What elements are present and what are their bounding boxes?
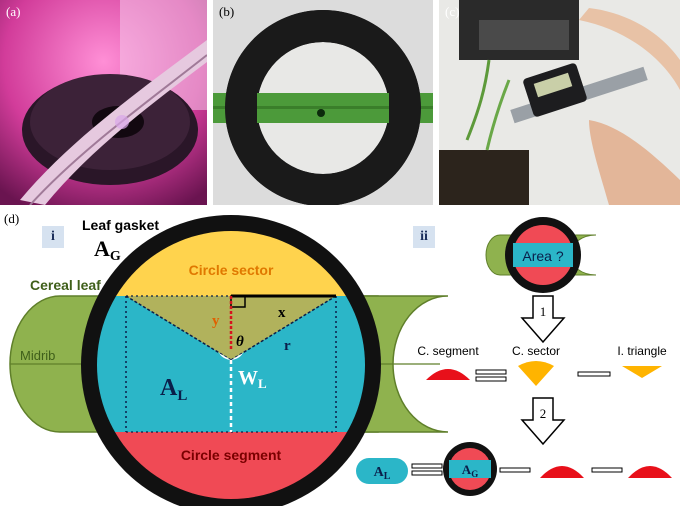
photo-b-gasket-top-view: (b) [213,0,433,205]
c-segment-shape [426,369,470,380]
cereal-leaf-label: Cereal leaf [30,277,101,293]
panel-label-d: (d) [4,211,20,226]
y-label: y [212,313,220,329]
gasket-title: Leaf gasket [82,217,159,233]
panel-label-c: (c) [445,4,460,19]
photo-c-illustration [439,0,680,205]
c-segment-label: C. segment [417,344,479,358]
section-i-label: i [42,226,64,248]
step1-label: 1 [540,304,547,319]
x-label: x [278,305,286,321]
ii-ag-label: AG [462,462,478,479]
i-triangle-shape [622,366,662,378]
c-sector-label: C. sector [512,344,560,358]
panel-label-b: (b) [219,4,235,19]
i-triangle-label: I. triangle [617,344,667,358]
photo-a-illustration [0,0,207,205]
section-ii-label: ii [413,226,435,248]
gasket-symbol: AG [94,236,121,264]
photo-a-gasket-on-leaf: (a) [0,0,207,205]
photo-c-caliper-measurement: (c) [439,0,680,205]
step2-label: 2 [540,406,547,421]
r-label: r [284,338,291,354]
segment-shape-1 [540,466,584,478]
theta-label: θ [236,334,244,350]
step2-arrow [520,397,566,446]
area-question-label: Area ? [522,248,563,264]
midrib-label: Midrib [20,348,55,363]
al-pill [356,458,408,484]
panel-label-a: (a) [6,4,21,19]
ii-al-label: AL [374,465,391,482]
al-label: AL [160,375,187,404]
segment-shape-2 [628,466,672,478]
circle-sector-label: Circle sector [189,262,274,278]
c-sector-shape [518,361,554,386]
circle-segment-label: Circle segment [181,447,282,463]
wl-label: WL [238,367,267,391]
step1-arrow [520,295,566,344]
photo-b-illustration [213,0,433,205]
